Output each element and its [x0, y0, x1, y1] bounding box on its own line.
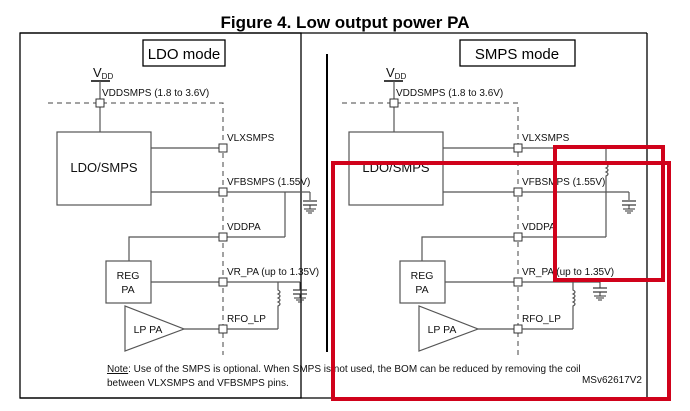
vddpa-to-regpa-wire [128, 236, 219, 261]
highlight-box-small [553, 145, 665, 282]
lp-pa-label: LP PA [428, 324, 457, 336]
capacitor-icon [293, 282, 307, 303]
pin-label-rfolp: RFO_LP [227, 314, 266, 325]
pin-vddsmps [389, 98, 399, 108]
pin-label-vrpa: VR_PA (up to 1.35V) [522, 267, 614, 278]
pin-label-vddsmps: VDDSMPS (1.8 to 3.6V) [396, 88, 503, 99]
pin-label-vrpa: VR_PA (up to 1.35V) [227, 267, 319, 278]
panel-ldo-mode: LDO mode VDD VDDSMPS (1.8 to 3.6V) LDO/S… [48, 39, 319, 355]
pin-label-vlxsmps: VLXSMPS [522, 133, 570, 144]
reference-id: MSv62617V2 [582, 375, 642, 386]
pin-label-vfbsmps: VFBSMPS (1.55V) [522, 177, 605, 188]
lp-pa-label: LP PA [134, 324, 163, 336]
ldo-smps-block [56, 131, 152, 206]
lp-pa-amplifier-icon [124, 305, 186, 352]
pin-vfbsmps [218, 187, 228, 197]
highlight-box-large [331, 161, 671, 401]
pin-label-rfolp: RFO_LP [522, 314, 561, 325]
note-line-1: Note: Use of the SMPS is optional. When … [107, 364, 581, 375]
pin-label-vddsmps: VDDSMPS (1.8 to 3.6V) [102, 88, 209, 99]
pin-label-vlxsmps: VLXSMPS [227, 133, 275, 144]
mode-label-box [459, 39, 576, 67]
inductor-icon [571, 282, 576, 329]
note-line-2: between VLXSMPS and VFBSMPS pins. [107, 378, 289, 389]
chip-boundary [342, 102, 519, 355]
pin-rfolp [513, 324, 523, 334]
reg-pa-label-line1: REG [411, 270, 434, 282]
inductor-icon [276, 282, 281, 329]
pin-label-vfbsmps: VFBSMPS (1.55V) [227, 177, 310, 188]
reg-pa-label-line1: REG [117, 270, 140, 282]
reg-pa-label-line2: PA [415, 284, 428, 296]
inductor-icon [604, 148, 609, 237]
mode-label-box [142, 39, 226, 67]
ldo-smps-label: LDO/SMPS [70, 160, 138, 175]
reg-pa-block [105, 260, 152, 304]
pin-vrpa [218, 277, 228, 287]
pin-label-vddpa: VDDPA [522, 222, 556, 233]
reg-pa-block [399, 260, 446, 304]
vdd-label: VDD [386, 65, 406, 81]
reg-pa-label-line2: PA [121, 284, 134, 296]
chip-boundary [48, 102, 224, 355]
pin-vddpa [218, 232, 228, 242]
capacitor-icon [622, 200, 636, 214]
lp-pa-amplifier-icon [418, 305, 480, 352]
pin-vfbsmps [513, 187, 523, 197]
vddpa-to-regpa-wire [421, 236, 514, 261]
figure-title: Figure 4. Low output power PA [220, 13, 469, 32]
vdd-label: VDD [93, 65, 113, 81]
pin-vddpa [513, 232, 523, 242]
pin-vrpa [513, 277, 523, 287]
pin-vlxsmps [513, 143, 523, 153]
ldo-smps-block [348, 131, 444, 206]
capacitor-icon [303, 200, 317, 214]
pin-vlxsmps [218, 143, 228, 153]
pin-vddsmps [95, 98, 105, 108]
pin-rfolp [218, 324, 228, 334]
mode-label: SMPS mode [475, 46, 559, 63]
pin-label-vddpa: VDDPA [227, 222, 261, 233]
mode-label: LDO mode [148, 46, 221, 63]
capacitor-icon [593, 282, 607, 301]
panel-smps-mode: SMPS mode VDD VDDSMPS (1.8 to 3.6V) LDO/… [342, 39, 636, 355]
